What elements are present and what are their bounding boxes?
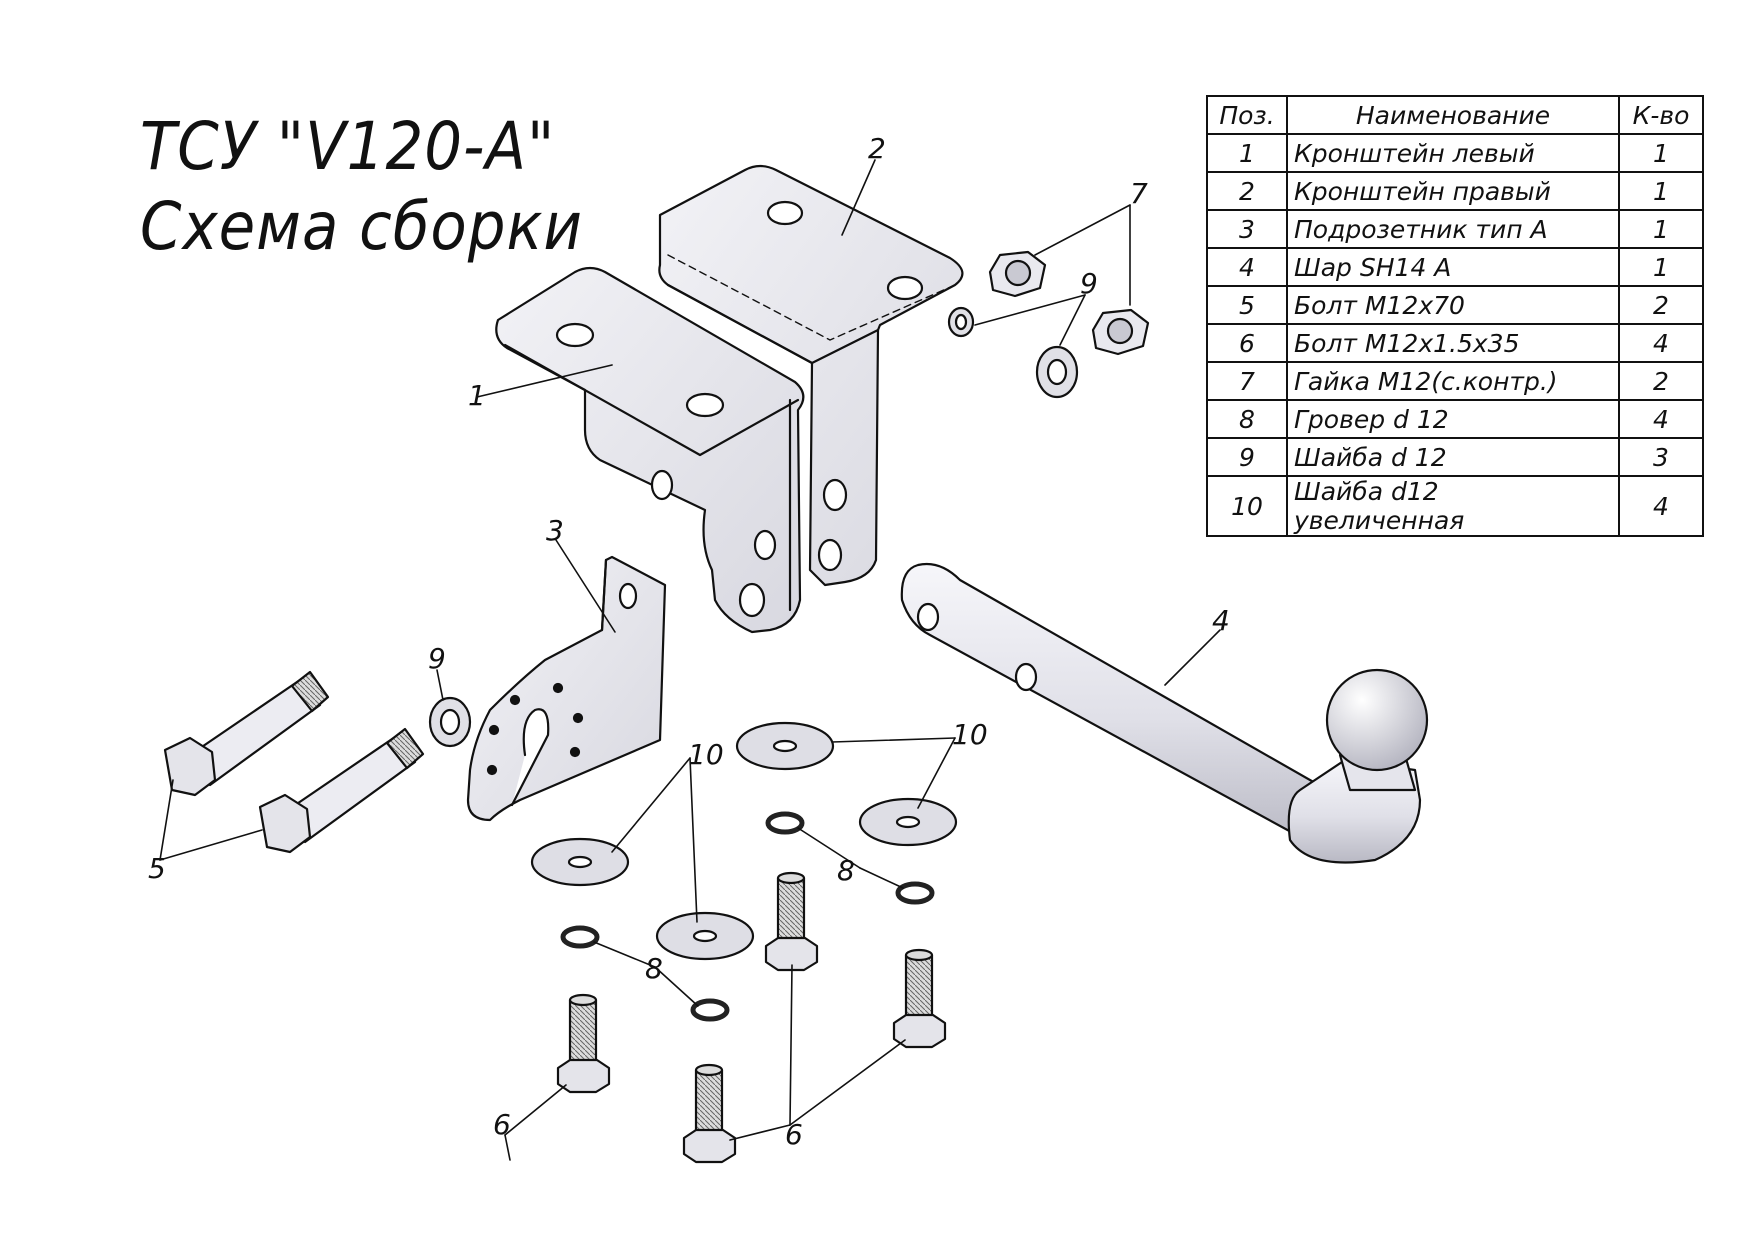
row-qty: 2 (1618, 361, 1704, 401)
row-name: Гровер d 12 (1286, 399, 1620, 439)
row-qty: 2 (1618, 285, 1704, 325)
drawing-subtitle: Схема сборки (140, 188, 583, 265)
callout-1: 1 (468, 379, 486, 412)
row-pos: 7 (1206, 361, 1288, 401)
callout-6a: 6 (493, 1108, 511, 1141)
callout-7: 7 (1130, 177, 1148, 210)
callout-2: 2 (868, 132, 886, 165)
row-pos: 8 (1206, 399, 1288, 439)
row-name: Кронштейн правый (1286, 171, 1620, 211)
row-pos: 10 (1206, 475, 1288, 537)
row-qty: 4 (1618, 323, 1704, 363)
washer-d12-1 (1035, 345, 1079, 399)
row-qty: 1 (1618, 133, 1704, 173)
callout-8b: 8 (645, 952, 663, 985)
row-pos: 3 (1206, 209, 1288, 249)
table-header-row: Поз. Наименование К-во (1206, 95, 1704, 135)
row-qty: 1 (1618, 247, 1704, 287)
drawing-title: ТСУ "V120-A" (140, 108, 556, 185)
callout-6b: 6 (785, 1118, 803, 1151)
row-pos: 2 (1206, 171, 1288, 211)
callout-3: 3 (546, 514, 564, 547)
spring-washer-2 (895, 881, 935, 905)
callout-9b: 9 (428, 642, 446, 675)
callout-5: 5 (148, 852, 166, 885)
row-name: Болт М12х1.5х35 (1286, 323, 1620, 363)
washer-large-4 (655, 911, 755, 961)
washer-large-2 (858, 797, 958, 847)
washer-d12-3 (428, 696, 472, 748)
bolt-m12x1-5x35-4 (682, 1063, 737, 1164)
row-name: Болт М12х70 (1286, 285, 1620, 325)
lock-nut-1 (988, 250, 1047, 298)
row-name: Подрозетник тип А (1286, 209, 1620, 249)
row-qty: 4 (1618, 399, 1704, 439)
bracket-left (495, 266, 805, 634)
row-pos: 6 (1206, 323, 1288, 363)
row-qty: 1 (1618, 209, 1704, 249)
spring-washer-1 (765, 811, 805, 835)
socket-plate (466, 555, 667, 822)
header-qty: К-во (1618, 95, 1704, 135)
callout-10a: 10 (952, 718, 988, 751)
row-pos: 5 (1206, 285, 1288, 325)
bracket-right (658, 164, 964, 587)
spring-washer-3 (560, 925, 600, 949)
callout-8a: 8 (837, 854, 855, 887)
callout-9a: 9 (1080, 267, 1098, 300)
bolt-m12x1-5x35-2 (892, 948, 947, 1049)
bolt-m12x1-5x35-1 (764, 871, 819, 972)
callout-10b: 10 (688, 738, 724, 771)
row-name: Гайка М12(с.контр.) (1286, 361, 1620, 401)
leader-lines (159, 159, 1221, 1161)
row-pos: 9 (1206, 437, 1288, 477)
row-qty: 1 (1618, 171, 1704, 211)
bolt-m12x70-1 (163, 670, 330, 797)
row-name: Кронштейн левый (1286, 133, 1620, 173)
row-name: Шайба d12 увеличенная (1286, 475, 1620, 537)
washer-large-3 (530, 837, 630, 887)
row-qty: 3 (1618, 437, 1704, 477)
washer-d12-2 (947, 306, 975, 338)
spring-washer-4 (690, 998, 730, 1022)
header-pos: Поз. (1206, 95, 1288, 135)
row-name: Шайба d 12 (1286, 437, 1620, 477)
header-name: Наименование (1286, 95, 1620, 135)
row-name: Шар SH14 A (1286, 247, 1620, 287)
row-pos: 4 (1206, 247, 1288, 287)
row-qty: 4 (1618, 475, 1704, 537)
lock-nut-2 (1091, 308, 1150, 356)
tow-ball-bar (900, 562, 1429, 864)
bolt-m12x70-2 (258, 727, 425, 854)
bolt-m12x1-5x35-3 (556, 993, 611, 1094)
washer-large-1 (735, 721, 835, 771)
callout-4: 4 (1212, 604, 1230, 637)
row-pos: 1 (1206, 133, 1288, 173)
